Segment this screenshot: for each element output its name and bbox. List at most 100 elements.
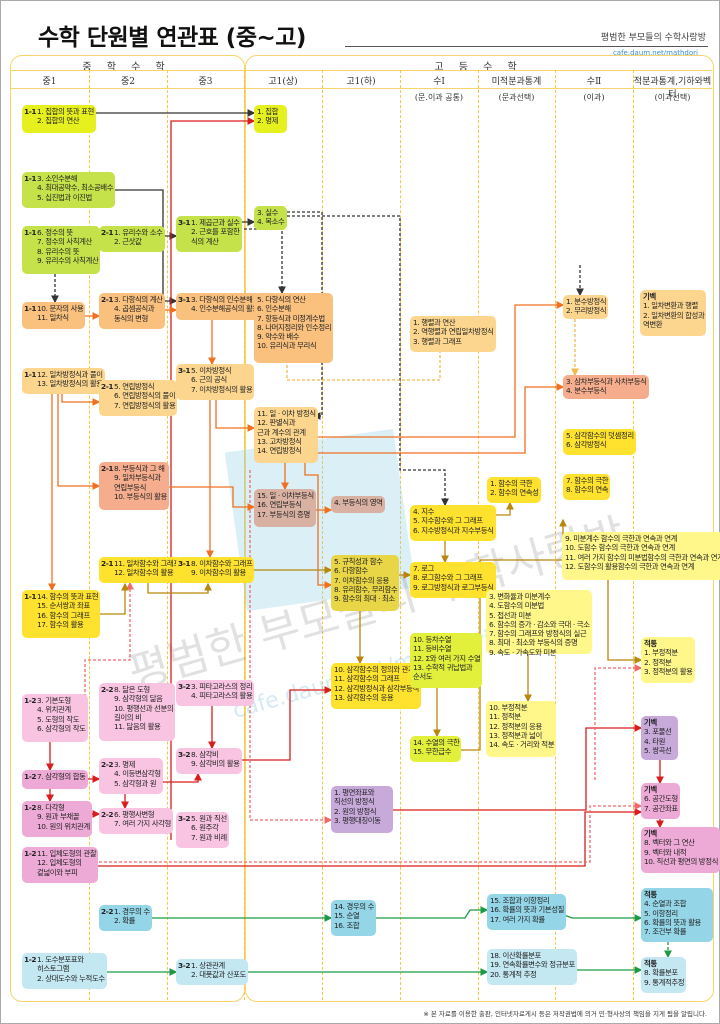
unit-item: 9. 로그방정식과 로그부등식 <box>413 582 494 592</box>
unit-item: 15. 조합과 이항정리 <box>490 896 550 905</box>
unit-item: 3. 다항식의 인수분해 <box>191 295 253 304</box>
unit-item: 7. 이차함수의 응용 <box>334 575 389 585</box>
unit-item: 4. 곱셈공식과 <box>114 304 155 314</box>
unit-item: 6. 공간도형 <box>644 794 678 804</box>
unit-item: 6. 다항함수 <box>334 566 368 576</box>
unit-item: 14. 수열의 극한 <box>413 738 460 747</box>
unit-item: 6. 근의 공식 <box>191 375 227 385</box>
column-subheader: (이과) <box>583 93 605 102</box>
unit-item: 3. 포물선 <box>644 727 672 737</box>
course-tag: 기벡 <box>644 829 657 838</box>
unit-item: 1. 평면좌표와 <box>334 788 375 797</box>
unit-item: 16. 함수의 그래프 <box>37 610 90 620</box>
unit-item: 히스토그램 <box>37 964 69 974</box>
unit-item: 8. 닮은 도형 <box>114 685 150 694</box>
unit-item: 3. 소인수분해 <box>37 174 78 183</box>
unit-item: 5. 삼각함수의 덧셈정리 <box>566 431 634 440</box>
unit-item: 5. 연립방정식 <box>114 382 155 391</box>
unit-item: 2. 근호를 포함한 <box>191 227 240 237</box>
unit-item: 3. 다항식의 계산 <box>114 295 163 304</box>
unit-item: 8. 벡터와 그 연산 <box>644 838 695 848</box>
column-header: 수Ⅱ <box>586 77 602 87</box>
unit-item: 4. 부등식의 영역 <box>334 498 383 507</box>
unit-item: 8. 삼각비 <box>191 750 219 759</box>
unit-item: 4. 복소수 <box>257 217 285 227</box>
column-divider <box>555 70 556 1000</box>
unit-item: 1. 제곱근과 실수 <box>191 218 240 227</box>
unit-item: 13. 삼각함수의 응용 <box>334 692 394 702</box>
unit-item: 11. 여러 가지 함수의 미분법함수의 극한과 연속과 연계 <box>565 552 720 562</box>
unit-item: 1. 행렬과 연산 <box>413 318 456 327</box>
unit-item: 6. 정수의 뜻 <box>37 228 73 237</box>
middle-school-label: 중 학 수 학 <box>82 62 171 73</box>
grade-tag: 1-2 <box>24 772 37 781</box>
unit-item: 8. 이차함수와 그래프 <box>191 559 253 568</box>
unit-item: 13. 일차방정식의 활용 <box>37 379 103 389</box>
unit-item: 7. 원과 비례 <box>191 832 227 842</box>
unit-item: 2. 명제 <box>257 116 278 126</box>
unit-item: 7. 항등식과 미정계수법 <box>257 313 325 323</box>
unit-item: 7. 이차방정식의 활용 <box>191 384 253 394</box>
unit-item: 순서도 <box>413 672 433 682</box>
course-tag: 적통 <box>644 890 657 899</box>
unit-item: 7. 공간좌표 <box>644 803 678 813</box>
unit-item: 5. 이항정리 <box>644 908 678 918</box>
unit-item: 2. 대푯값과 산포도 <box>191 970 246 980</box>
column-header: 고1(하) <box>346 77 376 87</box>
grade-tag: 3-2 <box>178 814 191 823</box>
unit-item: 2. 확률 <box>114 916 135 926</box>
unit-item: 11. 닮음의 활용 <box>114 722 161 732</box>
unit-item: 8. 로그함수와 그 그래프 <box>413 573 483 583</box>
grade-tag: 2-2 <box>101 810 114 819</box>
grade-tag: 2-1 <box>101 295 114 304</box>
unit-item: 18. 이산확률분포 <box>490 951 541 960</box>
unit-item: 1. 집합의 뜻과 표현 <box>37 107 94 116</box>
copyright-notice: ※ 본 자료를 이용한 출판, 인터넷자료게시 등은 저작권법에 의거 민·형사… <box>423 1010 707 1018</box>
unit-item: 13. 수학적 귀납법과 <box>413 662 473 672</box>
unit-item: 17. 함수의 활용 <box>37 619 84 629</box>
column-header: 중2 <box>120 77 135 87</box>
unit-item: 2. 일차변환의 합성과 <box>643 310 705 320</box>
unit-item: 직선의 방정식 <box>334 797 375 807</box>
unit-item: 9. 함수의 최대 · 최소 <box>334 594 395 604</box>
grade-tag: 3-2 <box>178 961 191 970</box>
unit-item: 12. 일차함수의 활용 <box>114 568 174 578</box>
unit-item: 2. 함수의 연속성 <box>490 488 539 498</box>
unit-item: 12. Σ와 여러 가지 수열 <box>413 653 481 663</box>
course-tag: 기벡 <box>644 785 657 794</box>
grade-tag: 2-1 <box>101 559 114 568</box>
unit-item: 14. 속도 · 거리와 적분 <box>489 740 555 750</box>
unit-item: 9. 미분계수 함수의 극한과 연속과 연계 <box>565 534 677 543</box>
unit-item: 4. 분수부등식 <box>566 386 607 396</box>
unit-item: 11. 삼각함수의 그래프 <box>334 674 400 684</box>
unit-item: 2. 원의 방정식 <box>334 806 377 816</box>
unit-item: 6. 함수의 증가 · 감소와 극대 · 극소 <box>489 619 590 629</box>
course-tag: 적통 <box>644 959 657 968</box>
unit-item: 5. 쌍곡선 <box>644 745 672 755</box>
unit-item: 7. 연립방정식의 활용 <box>114 400 176 410</box>
column-subheader: (문.이과 공통) <box>414 93 464 102</box>
high-school-label: 고 등 수 학 <box>434 62 523 73</box>
grade-tag: 1-1 <box>24 107 37 116</box>
